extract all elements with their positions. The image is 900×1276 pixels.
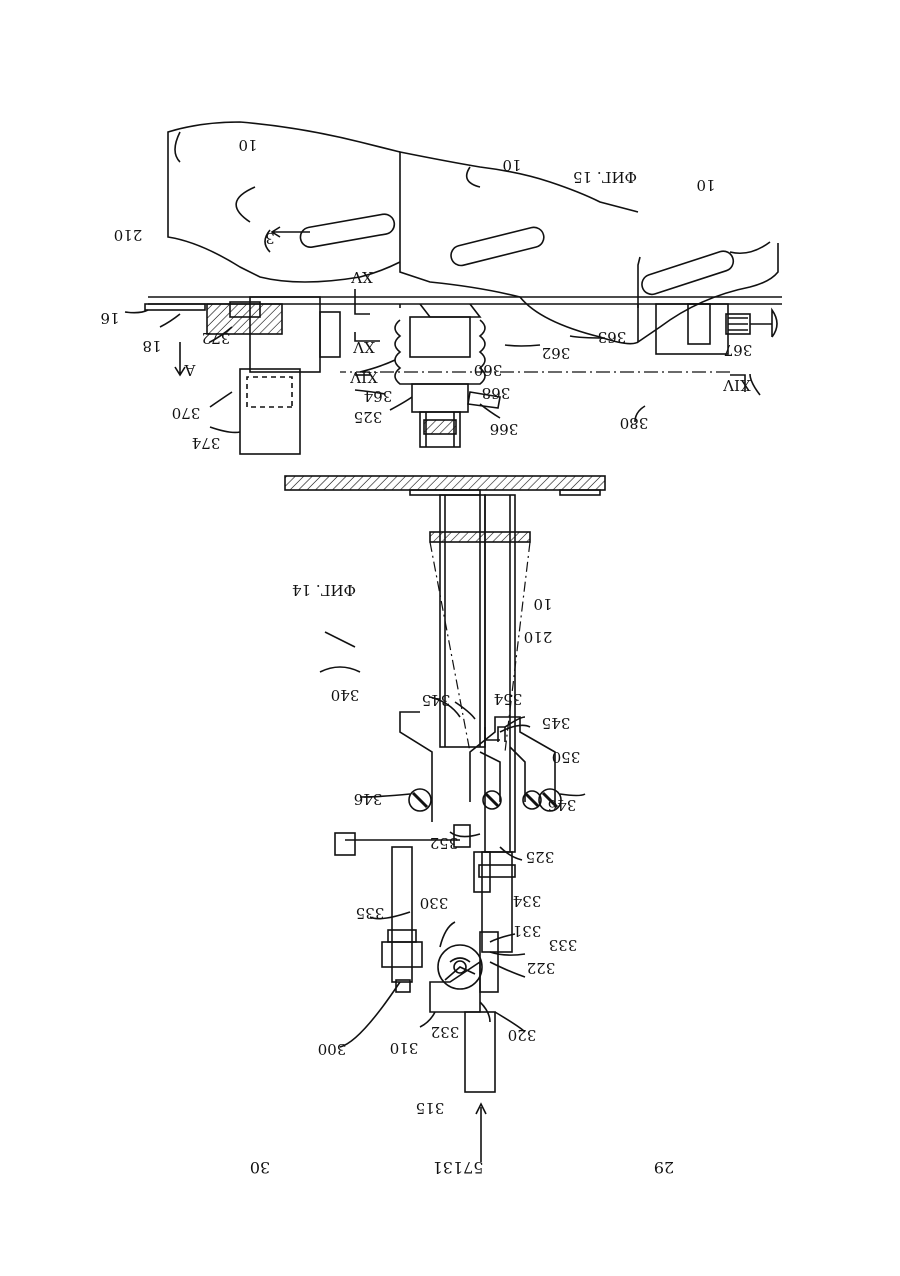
label-345-a: 345 bbox=[422, 691, 451, 709]
arrow-A bbox=[175, 342, 185, 375]
label-335: 335 bbox=[356, 904, 385, 922]
shoe-slot-right bbox=[299, 213, 396, 249]
label-354: 354 bbox=[494, 690, 523, 708]
label-334: 334 bbox=[513, 892, 542, 910]
label-368: 368 bbox=[482, 384, 511, 402]
figure-15 bbox=[125, 122, 782, 454]
label-346-b: 346 bbox=[548, 796, 577, 814]
base-plate bbox=[285, 476, 605, 490]
label-346-a: 346 bbox=[354, 790, 383, 808]
shoe-slot-left bbox=[639, 249, 736, 297]
label-325-fig15: 325 bbox=[354, 408, 383, 426]
label-345-b: 345 bbox=[542, 714, 571, 732]
label-362: 362 bbox=[542, 344, 571, 362]
label-372: 372 bbox=[202, 329, 231, 347]
page-number-center: 57131 bbox=[433, 1158, 484, 1177]
label-18: 18 bbox=[142, 337, 161, 355]
label-10-a: 10 bbox=[238, 136, 257, 154]
input-shaft-315 bbox=[465, 1012, 495, 1092]
label-10-c: 10 bbox=[696, 176, 715, 194]
page-number-left: 29 bbox=[654, 1158, 674, 1177]
label-layer: 29 57131 30 ФИГ. 15 10 10 10 210 3 16 18… bbox=[100, 136, 752, 1177]
label-210: 210 bbox=[114, 226, 143, 244]
label-330: 330 bbox=[420, 894, 449, 912]
label-10-b: 10 bbox=[502, 156, 521, 174]
label-A: A bbox=[184, 361, 196, 379]
fig15-caption: ФИГ. 15 bbox=[573, 168, 637, 186]
label-333: 333 bbox=[549, 936, 578, 954]
label-XV-a: XV bbox=[350, 268, 373, 286]
shoe-cap bbox=[430, 532, 530, 542]
label-10-fig14: 10 bbox=[533, 595, 552, 613]
motor-370 bbox=[145, 297, 340, 454]
label-364: 364 bbox=[364, 387, 393, 405]
block-380 bbox=[656, 304, 728, 354]
figure-14 bbox=[285, 476, 605, 1162]
label-322: 322 bbox=[527, 959, 556, 977]
label-350: 350 bbox=[552, 748, 581, 766]
label-XV-b: XV bbox=[352, 338, 375, 356]
label-210-fig14: 210 bbox=[524, 628, 553, 646]
fig14-caption: ФИГ. 14 bbox=[292, 581, 356, 599]
label-XIV-a: XIV bbox=[349, 368, 378, 386]
rotated-sheet bbox=[125, 122, 782, 1162]
label-352: 352 bbox=[430, 834, 459, 852]
label-380: 380 bbox=[620, 414, 649, 432]
label-331: 331 bbox=[513, 922, 542, 940]
label-340: 340 bbox=[331, 686, 360, 704]
label-370: 370 bbox=[172, 404, 201, 422]
label-3: 3 bbox=[265, 229, 275, 247]
label-360: 360 bbox=[474, 361, 503, 379]
label-363: 363 bbox=[598, 328, 627, 346]
label-XIV-b: XIV bbox=[722, 376, 751, 394]
label-315: 315 bbox=[416, 1099, 445, 1117]
label-366: 366 bbox=[490, 420, 519, 438]
label-325-fig14: 325 bbox=[526, 848, 555, 866]
label-300: 300 bbox=[318, 1040, 347, 1058]
shoe-upper-right bbox=[168, 122, 400, 282]
label-16: 16 bbox=[100, 309, 119, 327]
label-332: 332 bbox=[431, 1023, 460, 1041]
label-310: 310 bbox=[390, 1039, 419, 1057]
label-374: 374 bbox=[192, 434, 221, 452]
shoe-slot-middle bbox=[449, 225, 546, 267]
label-320: 320 bbox=[508, 1026, 537, 1044]
label-367: 367 bbox=[724, 341, 753, 359]
section-XV-left bbox=[355, 289, 370, 314]
knob-367 bbox=[726, 310, 777, 337]
page-number-right: 30 bbox=[250, 1158, 270, 1177]
